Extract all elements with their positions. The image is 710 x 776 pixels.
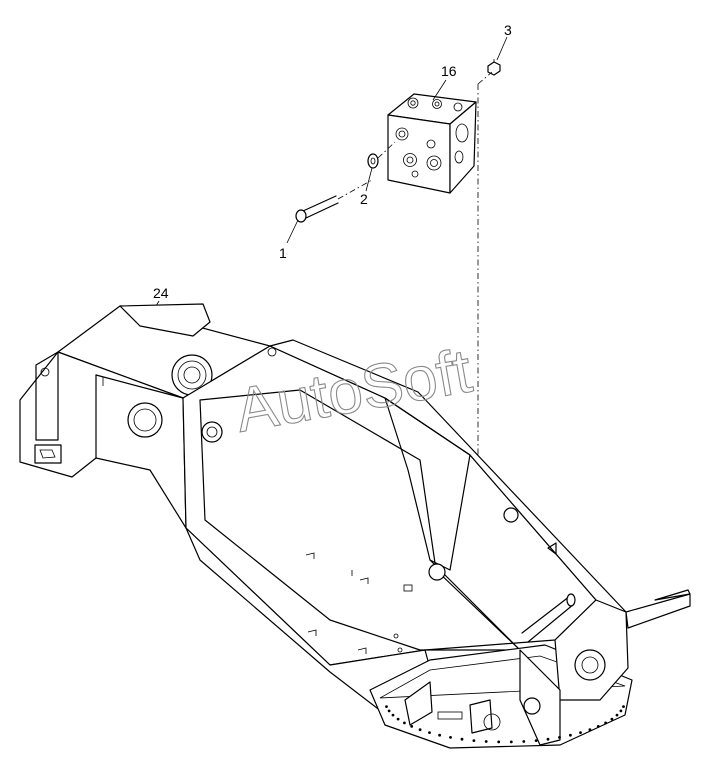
plate-hole [403,721,406,725]
plate-hole [579,731,582,734]
plate-hole [387,709,391,713]
bolt [295,179,373,223]
plate-hole [588,728,592,732]
plate-hole [546,737,550,741]
plate-hole [460,737,464,741]
plate-hole [622,705,625,708]
callout-2: 2 [360,191,368,207]
callout-3: 3 [504,22,512,38]
washer [367,141,396,169]
plate-hole [610,717,614,721]
plate-holes [385,705,625,744]
callout-24: 24 [153,285,169,301]
plate-hole [385,705,388,708]
main-frame [19,303,691,749]
plate-hole [396,717,400,721]
plate-hole [449,736,452,739]
plate-hole [418,728,422,732]
plate-hole [558,736,561,739]
plate-hole [472,739,476,742]
plate-hole [569,733,572,737]
plate-hole [534,739,538,742]
plate-hole [522,740,526,743]
plate-hole [497,740,501,744]
plate-hole [619,709,623,713]
plate-hole [596,725,600,728]
plate-hole [509,740,513,744]
plate-hole [391,713,395,717]
plate-hole [428,731,431,734]
plate-hole [484,740,488,743]
valve-block [387,93,477,194]
plate-hole [438,733,441,737]
plate-hole [604,721,607,725]
callout-1: 1 [279,245,287,261]
plate-hole [615,713,619,717]
plate-hole [410,725,414,728]
callout-16: 16 [441,63,457,79]
